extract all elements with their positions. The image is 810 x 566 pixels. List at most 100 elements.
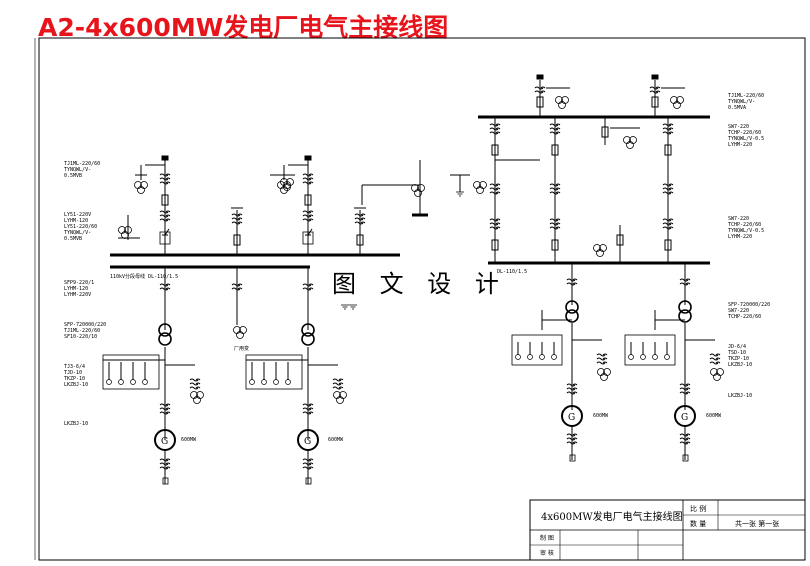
aux-load — [664, 354, 670, 360]
current-transformer — [489, 191, 501, 195]
current-transformer — [709, 357, 721, 361]
label-right-gen: LKZBJ-10 — [728, 393, 752, 399]
current-transformer — [679, 391, 691, 395]
aux-label-1: 厂用变 — [234, 345, 249, 352]
current-transformer — [549, 218, 561, 222]
breaker — [161, 194, 169, 206]
current-transformer — [566, 282, 578, 286]
current-transformer — [566, 383, 578, 387]
ground-symbol — [341, 304, 349, 310]
breaker — [651, 96, 659, 108]
current-transformer — [159, 283, 171, 287]
current-transformer — [596, 353, 608, 357]
breaker — [304, 194, 312, 206]
current-transformer — [302, 218, 314, 222]
voltage-transformer — [713, 373, 721, 381]
current-transformer — [549, 183, 561, 187]
voltage-transformer — [626, 141, 634, 149]
current-transformer — [662, 191, 674, 195]
aux-switchgear-box — [245, 354, 303, 390]
current-transformer — [231, 217, 243, 221]
current-transformer — [231, 213, 243, 217]
breaker — [356, 234, 364, 246]
transformer-winding — [565, 309, 579, 323]
page-title: A2-4x600MW发电厂电气主接线图 — [38, 13, 449, 42]
current-transformer — [159, 462, 171, 466]
current-transformer — [679, 387, 691, 391]
current-transformer — [549, 222, 561, 226]
current-transformer — [662, 218, 674, 222]
voltage-transformer — [600, 373, 608, 381]
current-transformer — [159, 466, 171, 470]
drawing-frame — [38, 37, 806, 561]
breaker — [601, 126, 609, 138]
transformer-winding — [565, 300, 579, 314]
current-transformer — [302, 411, 314, 415]
aux-switchgear-box — [102, 354, 160, 390]
aux-load — [640, 354, 646, 360]
current-transformer — [302, 462, 314, 466]
current-transformer — [489, 187, 501, 191]
current-transformer — [534, 90, 546, 94]
aux-load — [249, 379, 255, 385]
current-transformer — [159, 287, 171, 291]
disconnector — [302, 231, 314, 245]
current-transformer — [566, 441, 578, 445]
title-block-drawn: 制 图 — [540, 534, 554, 542]
label-left-gen: LKZBJ-10 — [64, 421, 88, 427]
current-transformer — [302, 458, 314, 462]
current-transformer — [231, 287, 243, 291]
current-transformer — [332, 378, 344, 382]
voltage-transformer — [236, 331, 244, 339]
current-transformer — [159, 218, 171, 222]
current-transformer — [302, 173, 314, 177]
aux-load — [118, 379, 124, 385]
current-transformer — [679, 282, 691, 286]
current-transformer — [302, 214, 314, 218]
transformer-winding — [158, 323, 172, 337]
gen-rating-4: 600MW — [706, 413, 722, 419]
gen-rating-3: 600MW — [593, 413, 609, 419]
current-transformer — [679, 437, 691, 441]
current-transformer — [489, 131, 501, 135]
current-transformer — [549, 123, 561, 127]
breaker — [536, 96, 544, 108]
breaker — [664, 144, 672, 156]
current-transformer — [534, 86, 546, 90]
aux-load — [142, 379, 148, 385]
breaker — [551, 144, 559, 156]
generator-symbol: G — [568, 413, 575, 423]
current-transformer — [231, 221, 243, 225]
current-transformer — [549, 191, 561, 195]
current-transformer — [662, 131, 674, 135]
breaker — [491, 144, 499, 156]
current-transformer — [679, 433, 691, 437]
aux-switchgear-box — [624, 334, 676, 366]
transformer-winding — [678, 300, 692, 314]
aux-load — [273, 379, 279, 385]
title-block-scale: 比 例 — [690, 504, 706, 513]
current-transformer — [302, 466, 314, 470]
current-transformer — [549, 226, 561, 230]
title-block-name: 4x600MW发电厂电气主接线图 — [541, 510, 683, 523]
current-transformer — [159, 403, 171, 407]
current-transformer — [159, 407, 171, 411]
breaker — [664, 239, 672, 251]
gen-rating-1: 600MW — [181, 437, 197, 443]
disconnector — [159, 231, 171, 245]
transformer-winding — [158, 332, 172, 346]
aux-switchgear-box — [511, 334, 563, 366]
gen-rating-2: 600MW — [328, 437, 344, 443]
voltage-transformer — [193, 396, 201, 404]
voltage-transformer — [414, 189, 422, 197]
current-transformer — [489, 222, 501, 226]
current-transformer — [159, 181, 171, 185]
